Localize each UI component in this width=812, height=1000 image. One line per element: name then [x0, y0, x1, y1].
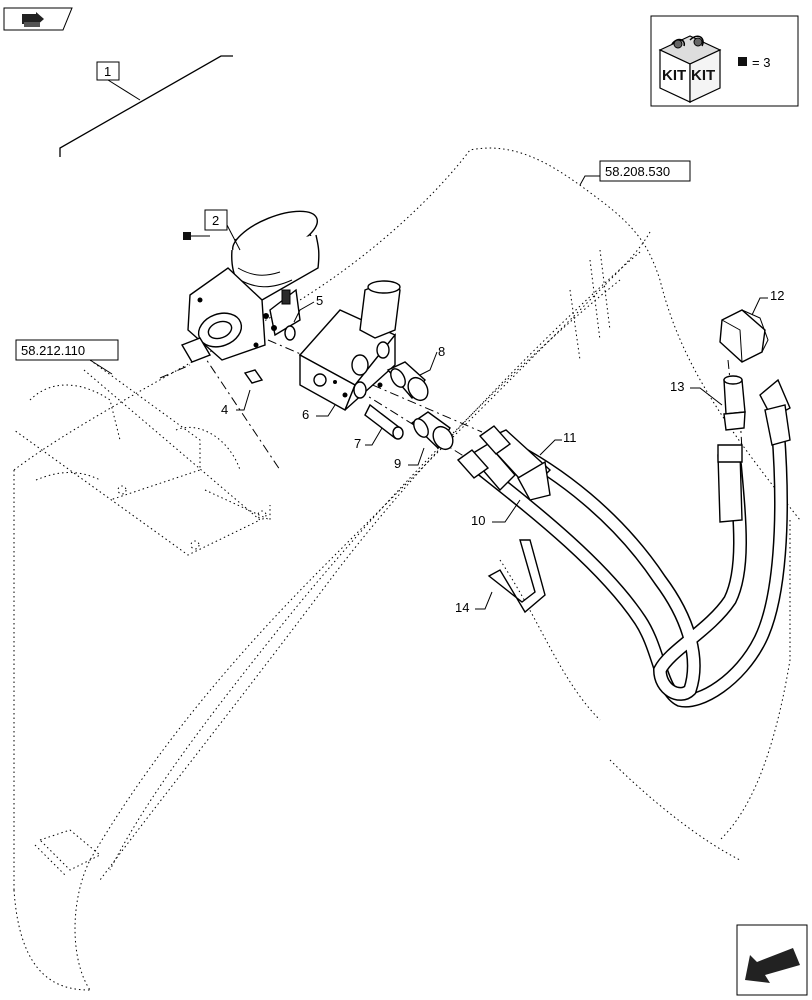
callout-10[interactable]: 10 — [471, 513, 485, 528]
callout-7[interactable]: 7 — [354, 436, 361, 451]
callout-14[interactable]: 14 — [455, 600, 469, 615]
hydraulic-motor[interactable] — [180, 201, 323, 363]
protective-cap[interactable] — [719, 309, 769, 363]
kit-legend: KIT KIT = 3 — [650, 15, 799, 107]
next-page-button[interactable] — [736, 924, 808, 996]
reference-link-58-208-530[interactable]: 58.208.530 — [605, 164, 670, 179]
callout-5[interactable]: 5 — [316, 293, 323, 308]
callout-4[interactable]: 4 — [221, 402, 228, 417]
down-left-arrow-icon — [745, 948, 800, 983]
kit-label-left: KIT — [662, 67, 686, 84]
kit-marker-icon — [738, 57, 747, 66]
machine-frame-outline — [13, 147, 801, 991]
hydraulic-hoses[interactable] — [456, 378, 791, 708]
callout-13[interactable]: 13 — [670, 379, 684, 394]
kit-label-right: KIT — [691, 67, 715, 84]
kit-box-icon: KIT KIT — [658, 35, 722, 103]
o-ring[interactable] — [284, 325, 296, 341]
callout-9[interactable]: 9 — [394, 456, 401, 471]
adapter-fitting-9[interactable] — [410, 411, 457, 453]
adapter-fitting-13[interactable] — [723, 375, 746, 431]
reference-link-58-212-110[interactable]: 58.212.110 — [21, 343, 85, 358]
shaft-key[interactable] — [243, 369, 264, 384]
back-navigation-button[interactable] — [3, 7, 73, 31]
callout-12[interactable]: 12 — [770, 288, 784, 303]
kit-quantity: = 3 — [752, 55, 770, 70]
pin[interactable] — [364, 403, 404, 440]
hex-key[interactable] — [487, 539, 546, 614]
valve-block[interactable] — [298, 280, 401, 411]
callout-2[interactable]: 2 — [212, 213, 219, 228]
callout-8[interactable]: 8 — [438, 344, 445, 359]
callout-11[interactable]: 11 — [563, 430, 577, 445]
kit-marker-icon — [183, 232, 191, 240]
callout-1[interactable]: 1 — [104, 64, 111, 79]
adapter-fitting-8[interactable] — [377, 361, 432, 404]
callout-6[interactable]: 6 — [302, 407, 309, 422]
folder-arrow-icon — [22, 12, 44, 27]
